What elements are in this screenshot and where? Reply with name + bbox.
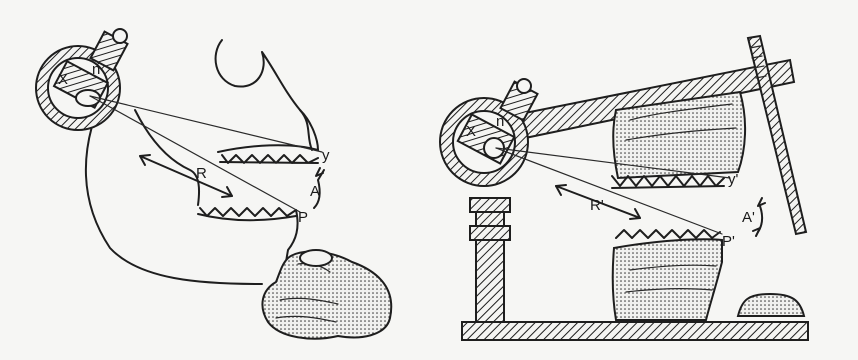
- lower-cast-body: [613, 239, 722, 320]
- right-label-upper-point: y': [728, 171, 739, 188]
- left-screw-knob: [113, 29, 127, 43]
- articulator-column-collar: [470, 226, 510, 240]
- left-jaw-line: [86, 108, 262, 284]
- left-label-upper-point: y: [322, 147, 330, 164]
- left-lower-teeth: [200, 208, 296, 216]
- right-upper-occlusal: [612, 186, 724, 188]
- right-label-condyle: X: [466, 123, 476, 140]
- left-facebow-assembly: [36, 29, 128, 130]
- left-upper-teeth: [220, 155, 318, 163]
- left-figure-patient: [86, 40, 391, 339]
- left-lower-gum: [198, 214, 296, 220]
- left-geometry: [90, 96, 324, 212]
- left-label-axis: n: [92, 61, 100, 78]
- left-upper-gum: [218, 145, 318, 152]
- left-label-condyle: X: [58, 71, 68, 88]
- left-label-lower-point: P: [298, 209, 308, 226]
- right-screw-knob: [517, 79, 531, 93]
- right-hinge-pin: [484, 138, 504, 158]
- right-label-arc: A': [742, 209, 755, 226]
- right-lower-cast: [613, 230, 722, 320]
- articulator-support-cup: [738, 294, 804, 316]
- left-line-to-y: [90, 96, 322, 152]
- right-label-axis: n: [496, 113, 504, 130]
- right-label-lower-point: P': [722, 233, 735, 250]
- articulator-column-cap: [470, 198, 510, 212]
- left-fingertip: [300, 250, 332, 266]
- articulator-base: [462, 322, 808, 340]
- right-lower-teeth: [616, 230, 720, 238]
- right-upper-teeth: [612, 176, 724, 186]
- right-label-radius: R': [590, 197, 604, 214]
- left-face-outline: [216, 40, 312, 150]
- left-label-radius: R: [196, 165, 207, 182]
- left-label-arc: A: [310, 183, 320, 200]
- left-R-arrow: [140, 156, 232, 196]
- left-line-to-P: [90, 96, 300, 212]
